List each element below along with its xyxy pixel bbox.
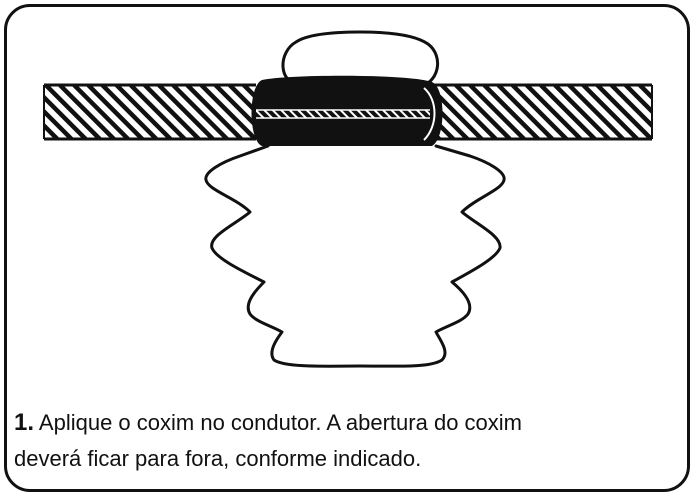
- cushion-bellows: [204, 144, 506, 368]
- conductor-right: [430, 83, 653, 141]
- cushion-head: [281, 30, 439, 90]
- caption-line-2: deverá ficar para fora, conforme indicad…: [14, 446, 422, 471]
- instruction-caption: 1. Aplique o coxim no condutor. A abertu…: [14, 405, 674, 477]
- conductor-left: [43, 83, 256, 141]
- cushion-collar: [251, 75, 443, 152]
- step-number: 1.: [14, 409, 35, 436]
- caption-line-1: Aplique o coxim no condutor. A abertura …: [38, 410, 522, 435]
